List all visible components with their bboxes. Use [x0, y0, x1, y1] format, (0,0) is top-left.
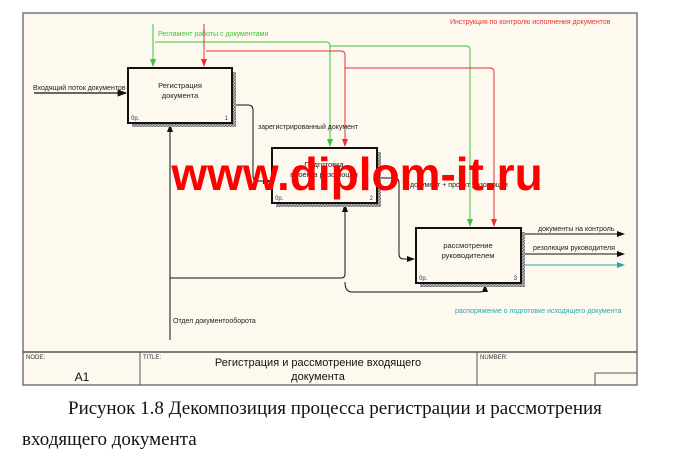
output-arrow-2 [377, 177, 415, 262]
mechanism-arrow [167, 124, 488, 340]
output-label-1: зарегистрированный документ [258, 123, 359, 131]
output-label-2: документ + проект резолюции [410, 182, 508, 189]
box-3-cost: 0р. [419, 276, 428, 282]
node-label: NODE: [26, 355, 45, 361]
box-2-title-1: Подготовка [304, 160, 344, 169]
box-2-cost: 0р. [275, 196, 284, 202]
title-line-1: Регистрация и рассмотрение входящего [215, 357, 421, 369]
number-label: NUMBER: [480, 355, 508, 361]
title-block: NODE: A1 TITLE: Регистрация и рассмотрен… [23, 351, 637, 385]
box-1-cost: 0р. [131, 116, 140, 122]
output-label-3a: документы на контроль [538, 226, 615, 233]
input-label: Входящий поток документов [33, 84, 126, 92]
title-line-2: документа [291, 371, 346, 383]
figure-caption-line-2: входящего документа [22, 429, 197, 450]
figure-caption-line-1: Рисунок 1.8 Декомпозиция процесса регист… [68, 398, 602, 419]
idef0-diagram: Регламент работы с документами Инструкци… [22, 12, 638, 386]
control-label-red: Инструкция по контролю исполнения докуме… [450, 19, 611, 26]
title-label: TITLE: [143, 355, 161, 361]
box-3-title-2: руководителем [442, 251, 495, 260]
activity-box-1[interactable]: Регистрация документа 0р. 1 [127, 67, 236, 127]
node-value: A1 [75, 370, 90, 384]
box-2-number: 2 [370, 196, 374, 202]
box-3-number: 3 [514, 276, 518, 282]
box-1-number: 1 [225, 116, 229, 122]
box-1-title-1: Регистрация [158, 81, 202, 90]
activity-box-2[interactable]: Подготовка проекта резолюции 0р. 2 [271, 147, 381, 207]
box-3-title-1: рассмотрение [443, 241, 492, 250]
box-2-title-2: проекта резолюции [290, 170, 358, 179]
box-1-title-2: документа [162, 91, 199, 100]
control-arrow-green [150, 24, 473, 227]
control-label-green: Регламент работы с документами [158, 30, 268, 38]
mechanism-label: Отдел документооборота [173, 317, 256, 325]
output-arrow-1 [232, 104, 271, 184]
activity-box-3[interactable]: рассмотрение руководителем 0р. 3 [415, 227, 525, 287]
output-label-3c: распоряжение о подготовке исходящего док… [455, 308, 622, 315]
output-label-3b: резолюция руководителя [533, 245, 615, 252]
control-arrow-red [201, 24, 497, 227]
watermark: www.diplom-it.ru [170, 148, 542, 200]
